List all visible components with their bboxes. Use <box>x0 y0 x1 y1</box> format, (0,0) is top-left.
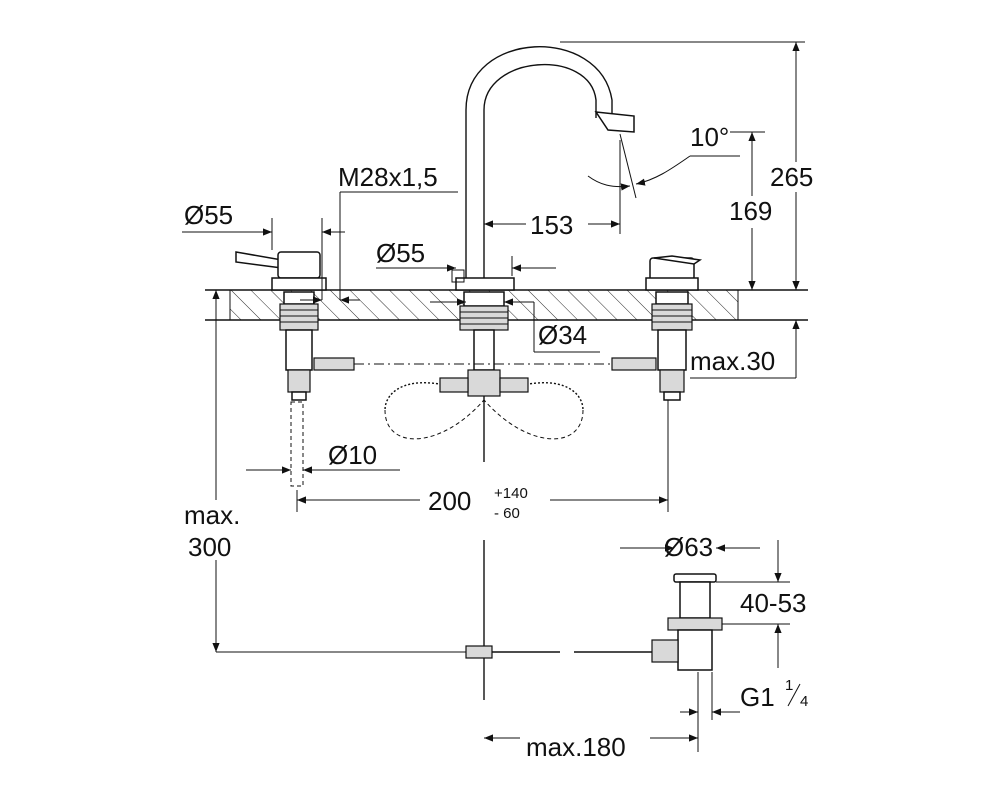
braided-hoses <box>382 377 586 440</box>
hole-dia-label: Ø34 <box>538 320 587 350</box>
handle-dia-dimension: Ø55 <box>182 200 345 250</box>
max-depth-label-1: max. <box>184 500 240 530</box>
waste-dia-dimension: Ø63 <box>620 532 760 562</box>
spout-dia-label: Ø55 <box>376 238 425 268</box>
spacing-tol-minus: - 60 <box>494 505 520 522</box>
left-handle <box>235 251 327 401</box>
handle-dia-label: Ø55 <box>184 200 233 230</box>
waste-reach-label: max.180 <box>526 732 626 762</box>
waste-dia-label: Ø63 <box>664 532 713 562</box>
height-169-label: 169 <box>729 196 772 226</box>
max-thickness-label: max.30 <box>690 346 775 376</box>
thread-label: M28x1,5 <box>338 162 438 192</box>
angle-label: 10° <box>690 122 729 152</box>
waste-drain <box>465 540 723 700</box>
supply-connectors <box>313 357 657 371</box>
spacing-tol-plus: +140 <box>494 485 528 502</box>
thread-dimension: M28x1,5 <box>300 162 458 304</box>
spacing-dimension: 200 +140 - 60 <box>296 400 669 522</box>
waste-thread-frac-den: 4 <box>800 693 808 710</box>
height-265-label: 265 <box>770 162 813 192</box>
waste-thread-dimension: G1 1 4 <box>680 672 808 752</box>
waste-height-label: 40-53 <box>740 588 807 618</box>
hole-dia-dimension: Ø34 <box>430 298 600 353</box>
angle-dimension: 10° <box>587 122 740 199</box>
waste-height-dimension: 40-53 <box>716 540 807 668</box>
waste-thread-frac-num: 1 <box>785 677 793 694</box>
waste-reach-dimension: max.180 <box>484 732 698 762</box>
hose-dia-dimension: Ø10 <box>246 440 400 474</box>
spacing-label: 200 <box>428 486 471 516</box>
height-169-dimension: 169 <box>726 131 784 290</box>
waste-thread-label: G1 <box>740 682 775 712</box>
spout <box>451 46 635 291</box>
max-depth-label-2: 300 <box>188 532 231 562</box>
reach-153-label: 153 <box>530 210 573 240</box>
spout-dia-dimension: Ø55 <box>376 238 556 276</box>
height-265-dimension: 265 <box>560 41 824 290</box>
spout-body <box>459 291 509 462</box>
spout-base <box>455 277 515 291</box>
hose-dia-label: Ø10 <box>328 440 377 470</box>
hose-outline <box>290 401 304 487</box>
reach-153-dimension: 153 <box>483 140 621 240</box>
right-handle <box>645 255 703 401</box>
max-depth-dimension: max. 300 <box>184 289 466 653</box>
max-thickness-dimension: max.30 <box>690 240 800 379</box>
